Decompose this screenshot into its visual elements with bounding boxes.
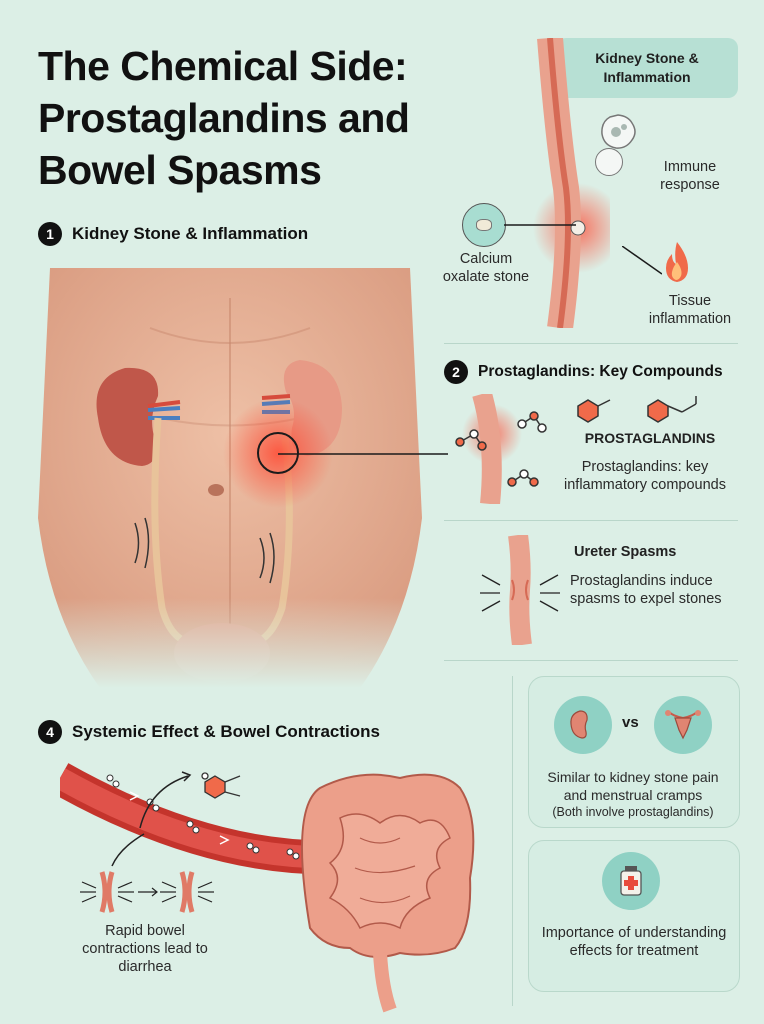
- comparison-caption: Similar to kidney stone pain and menstru…: [547, 769, 719, 803]
- section-3-label: Ureter Spasms: [574, 544, 677, 560]
- vertical-divider: [512, 676, 513, 1006]
- ureter-spasm-illustration: [480, 535, 560, 645]
- inflammation-connector: [622, 246, 662, 275]
- kidney-left: [96, 367, 159, 466]
- medicine-icon: [602, 852, 660, 910]
- zoom-circle: [257, 432, 299, 474]
- section-1-header: 1 Kidney Stone & Inflammation: [38, 222, 308, 246]
- bowel-illustration: [60, 763, 475, 1013]
- inset-tag: Kidney Stone & Inflammation: [556, 38, 738, 98]
- bowel-contraction-icon: [80, 871, 214, 913]
- comparison-card: [528, 676, 740, 828]
- kidney-icon: [554, 696, 612, 754]
- divider-3: [444, 660, 738, 661]
- small-intestine: [328, 813, 451, 930]
- uterus-icon: [654, 696, 712, 754]
- bowel-caption: Rapid bowel contractions lead to diarrhe…: [82, 923, 208, 975]
- inflammation-glow: [223, 398, 333, 508]
- zoom-connector: [278, 453, 448, 455]
- navel: [208, 484, 224, 496]
- prostaglandin-molecules: [455, 394, 611, 504]
- inflammation-label: Tissue inflammation: [648, 293, 732, 327]
- molecule-icon-2: [647, 396, 697, 423]
- fire-icon: [660, 240, 694, 284]
- stone-label: Calcium oxalate stone: [442, 251, 530, 285]
- treatment-caption: Importance of understanding effects for …: [541, 925, 727, 959]
- section-4-label: Systemic Effect & Bowel Contractions: [72, 722, 380, 741]
- section-1-number: 1: [38, 222, 62, 246]
- comparison-note: (Both involve prostaglandins): [552, 805, 714, 819]
- immune-cell-icon: [598, 112, 638, 152]
- white-cell-small: [595, 148, 623, 176]
- section-4-header: 4 Systemic Effect & Bowel Contractions: [38, 720, 380, 744]
- prostaglandins-caption: Prostaglandins: key inflammatory compoun…: [564, 459, 726, 493]
- section-2-number: 2: [444, 360, 468, 384]
- immune-response-label: Immune response: [660, 159, 720, 193]
- section-2-label: Prostaglandins: Key Compounds: [478, 363, 723, 380]
- torso-illustration: [30, 268, 430, 688]
- inset-tissue-illustration: [533, 38, 610, 328]
- ureter-spasms-caption: Prostaglandins induce spasms to expel st…: [570, 573, 722, 607]
- section-4-number: 4: [38, 720, 62, 744]
- section-2-header: 2 Prostaglandins: Key Compounds: [444, 360, 723, 384]
- page-title: The Chemical Side: Prostaglandins and Bo…: [38, 43, 410, 193]
- vessel-molecules: [106, 774, 300, 860]
- stone-connector: [504, 224, 576, 226]
- prostaglandins-heading: PROSTAGLANDINS: [584, 430, 716, 446]
- stone-icon: [462, 203, 506, 247]
- divider-2: [444, 520, 738, 521]
- molecule-icon: [455, 399, 611, 487]
- section-1-label: Kidney Stone & Inflammation: [72, 224, 309, 243]
- divider-1: [444, 343, 738, 344]
- vs-label: vs: [622, 714, 639, 731]
